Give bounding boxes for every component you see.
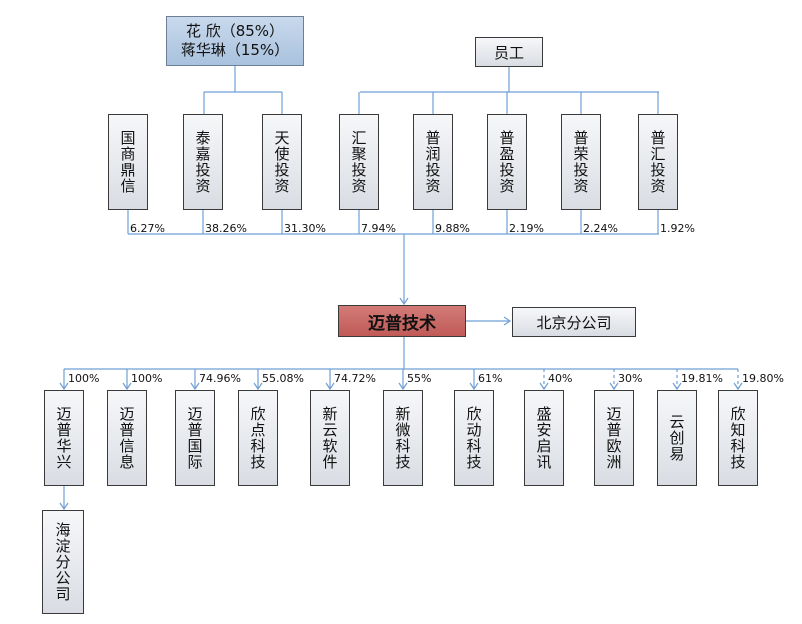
branch-arrow [503, 316, 512, 326]
shareholder-box: 国商鼎信 [108, 114, 148, 210]
company-box: 迈普技术 [338, 305, 466, 337]
sub-subsidiary-box: 海淀分公司 [42, 510, 84, 614]
haidian-arrow [59, 502, 69, 511]
shareholder-pct: 7.94% [361, 222, 396, 235]
subsidiary-pct: 30% [618, 372, 643, 385]
subsidiary-box: 新微科技 [383, 390, 423, 486]
subsidiary-arrow [253, 382, 263, 391]
subsidiary-box: 欣动科技 [454, 390, 494, 486]
subsidiary-arrow [325, 382, 335, 391]
subsidiary-pct: 61% [478, 372, 503, 385]
subsidiary-pct: 19.81% [681, 372, 723, 385]
subsidiary-pct: 40% [548, 372, 573, 385]
branch-box: 北京分公司 [512, 307, 636, 337]
shareholder-box: 汇聚投资 [339, 114, 379, 210]
company-arrow [399, 297, 409, 306]
shareholder-box: 普盈投资 [487, 114, 527, 210]
subsidiary-box: 迈普信息 [107, 390, 147, 486]
subsidiary-pct: 19.80% [742, 372, 784, 385]
shareholder-box: 泰嘉投资 [183, 114, 223, 210]
subsidiary-box: 新云软件 [310, 390, 350, 486]
subsidiary-box: 云创易 [657, 390, 697, 486]
subsidiary-box: 迈普国际 [175, 390, 215, 486]
subsidiary-pct: 74.72% [334, 372, 376, 385]
shareholder-pct: 6.27% [130, 222, 165, 235]
subsidiary-arrow [469, 382, 479, 391]
subsidiary-pct: 55.08% [262, 372, 304, 385]
founders-box: 花 欣（85%） 蒋华琳（15%） [166, 16, 304, 66]
shareholder-box: 普润投资 [413, 114, 453, 210]
shareholder-box: 天使投资 [262, 114, 302, 210]
shareholder-pct: 9.88% [435, 222, 470, 235]
shareholder-pct: 2.24% [583, 222, 618, 235]
subsidiary-arrow [190, 382, 200, 391]
subsidiary-pct: 55% [407, 372, 432, 385]
founder-2: 蒋华琳（15%） [180, 41, 290, 59]
subsidiary-arrow [609, 382, 619, 391]
subsidiary-arrow [539, 382, 549, 391]
subsidiary-box: 欣知科技 [718, 390, 758, 486]
subsidiary-arrow [122, 382, 132, 391]
shareholder-pct: 2.19% [509, 222, 544, 235]
shareholder-pct: 1.92% [660, 222, 695, 235]
shareholder-box: 普汇投资 [638, 114, 678, 210]
subsidiary-pct: 100% [68, 372, 100, 385]
subsidiary-arrow [672, 382, 682, 391]
subsidiary-arrow [733, 382, 743, 391]
shareholder-pct: 38.26% [205, 222, 247, 235]
subsidiary-box: 盛安启讯 [524, 390, 564, 486]
shareholder-box: 普荣投资 [561, 114, 601, 210]
subsidiary-box: 欣点科技 [238, 390, 278, 486]
subsidiary-pct: 74.96% [199, 372, 241, 385]
shareholder-pct: 31.30% [284, 222, 326, 235]
subsidiary-pct: 100% [131, 372, 163, 385]
subsidiary-arrow [59, 382, 69, 391]
subsidiary-box: 迈普欧洲 [594, 390, 634, 486]
employees-box: 员工 [475, 37, 543, 67]
subsidiary-box: 迈普华兴 [44, 390, 84, 486]
founder-1: 花 欣（85%） [185, 22, 285, 40]
subsidiary-arrow [398, 382, 408, 391]
